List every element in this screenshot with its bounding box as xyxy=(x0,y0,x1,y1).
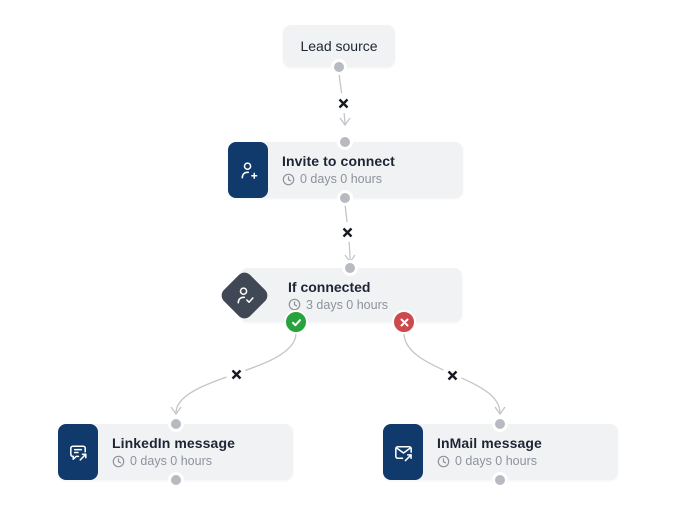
delete-connection-button[interactable] xyxy=(337,222,357,242)
clock-icon xyxy=(112,455,125,467)
node-if-connected[interactable]: If connected 3 days 0 hours xyxy=(240,268,462,322)
connection-handle[interactable] xyxy=(340,137,350,147)
node-title: Lead source xyxy=(300,38,378,54)
clock-icon xyxy=(288,298,301,311)
node-title: If connected xyxy=(288,278,371,295)
node-title: LinkedIn message xyxy=(112,435,235,452)
arrowhead xyxy=(494,406,506,416)
delete-connection-button[interactable] xyxy=(333,93,353,113)
node-title: InMail message xyxy=(437,435,542,452)
clock-icon xyxy=(282,173,295,185)
connection-handle[interactable] xyxy=(340,193,350,203)
user-check-icon xyxy=(226,277,263,314)
message-share-icon xyxy=(58,424,98,480)
connection-handle[interactable] xyxy=(495,475,505,485)
arrowhead xyxy=(339,117,351,127)
x-icon xyxy=(231,369,241,379)
user-plus-icon xyxy=(228,142,268,198)
delete-connection-button[interactable] xyxy=(226,364,246,384)
arrowhead xyxy=(344,254,356,264)
mail-share-icon xyxy=(383,424,423,480)
arrowhead xyxy=(170,406,182,416)
clock-icon xyxy=(437,455,450,467)
node-linkedin-message[interactable]: LinkedIn message 0 days 0 hours xyxy=(58,424,293,480)
x-icon xyxy=(447,370,457,380)
cross-icon xyxy=(400,318,408,326)
x-icon xyxy=(338,98,348,108)
x-icon xyxy=(342,227,352,237)
delay-text: 3 days 0 hours xyxy=(306,297,388,312)
node-invite-to-connect[interactable]: Invite to connect 0 days 0 hours xyxy=(228,142,463,198)
delay-text: 0 days 0 hours xyxy=(455,453,537,468)
connection-handle[interactable] xyxy=(495,419,505,429)
connection-handle[interactable] xyxy=(171,419,181,429)
branch-yes-handle[interactable] xyxy=(284,310,308,334)
connection-handle[interactable] xyxy=(171,475,181,485)
delete-connection-button[interactable] xyxy=(442,365,462,385)
branch-no-handle[interactable] xyxy=(392,310,416,334)
delay-text: 0 days 0 hours xyxy=(130,453,212,468)
connection-handle[interactable] xyxy=(334,62,344,72)
node-inmail-message[interactable]: InMail message 0 days 0 hours xyxy=(383,424,618,480)
node-delay: 3 days 0 hours xyxy=(288,298,462,312)
connection-handle[interactable] xyxy=(345,263,355,273)
node-delay: 0 days 0 hours xyxy=(437,455,542,468)
node-delay: 0 days 0 hours xyxy=(282,173,395,186)
delay-text: 0 days 0 hours xyxy=(300,171,382,186)
node-title: Invite to connect xyxy=(282,153,395,170)
node-delay: 0 days 0 hours xyxy=(112,455,235,468)
node-lead-source[interactable]: Lead source xyxy=(283,25,395,67)
check-icon xyxy=(291,318,301,326)
